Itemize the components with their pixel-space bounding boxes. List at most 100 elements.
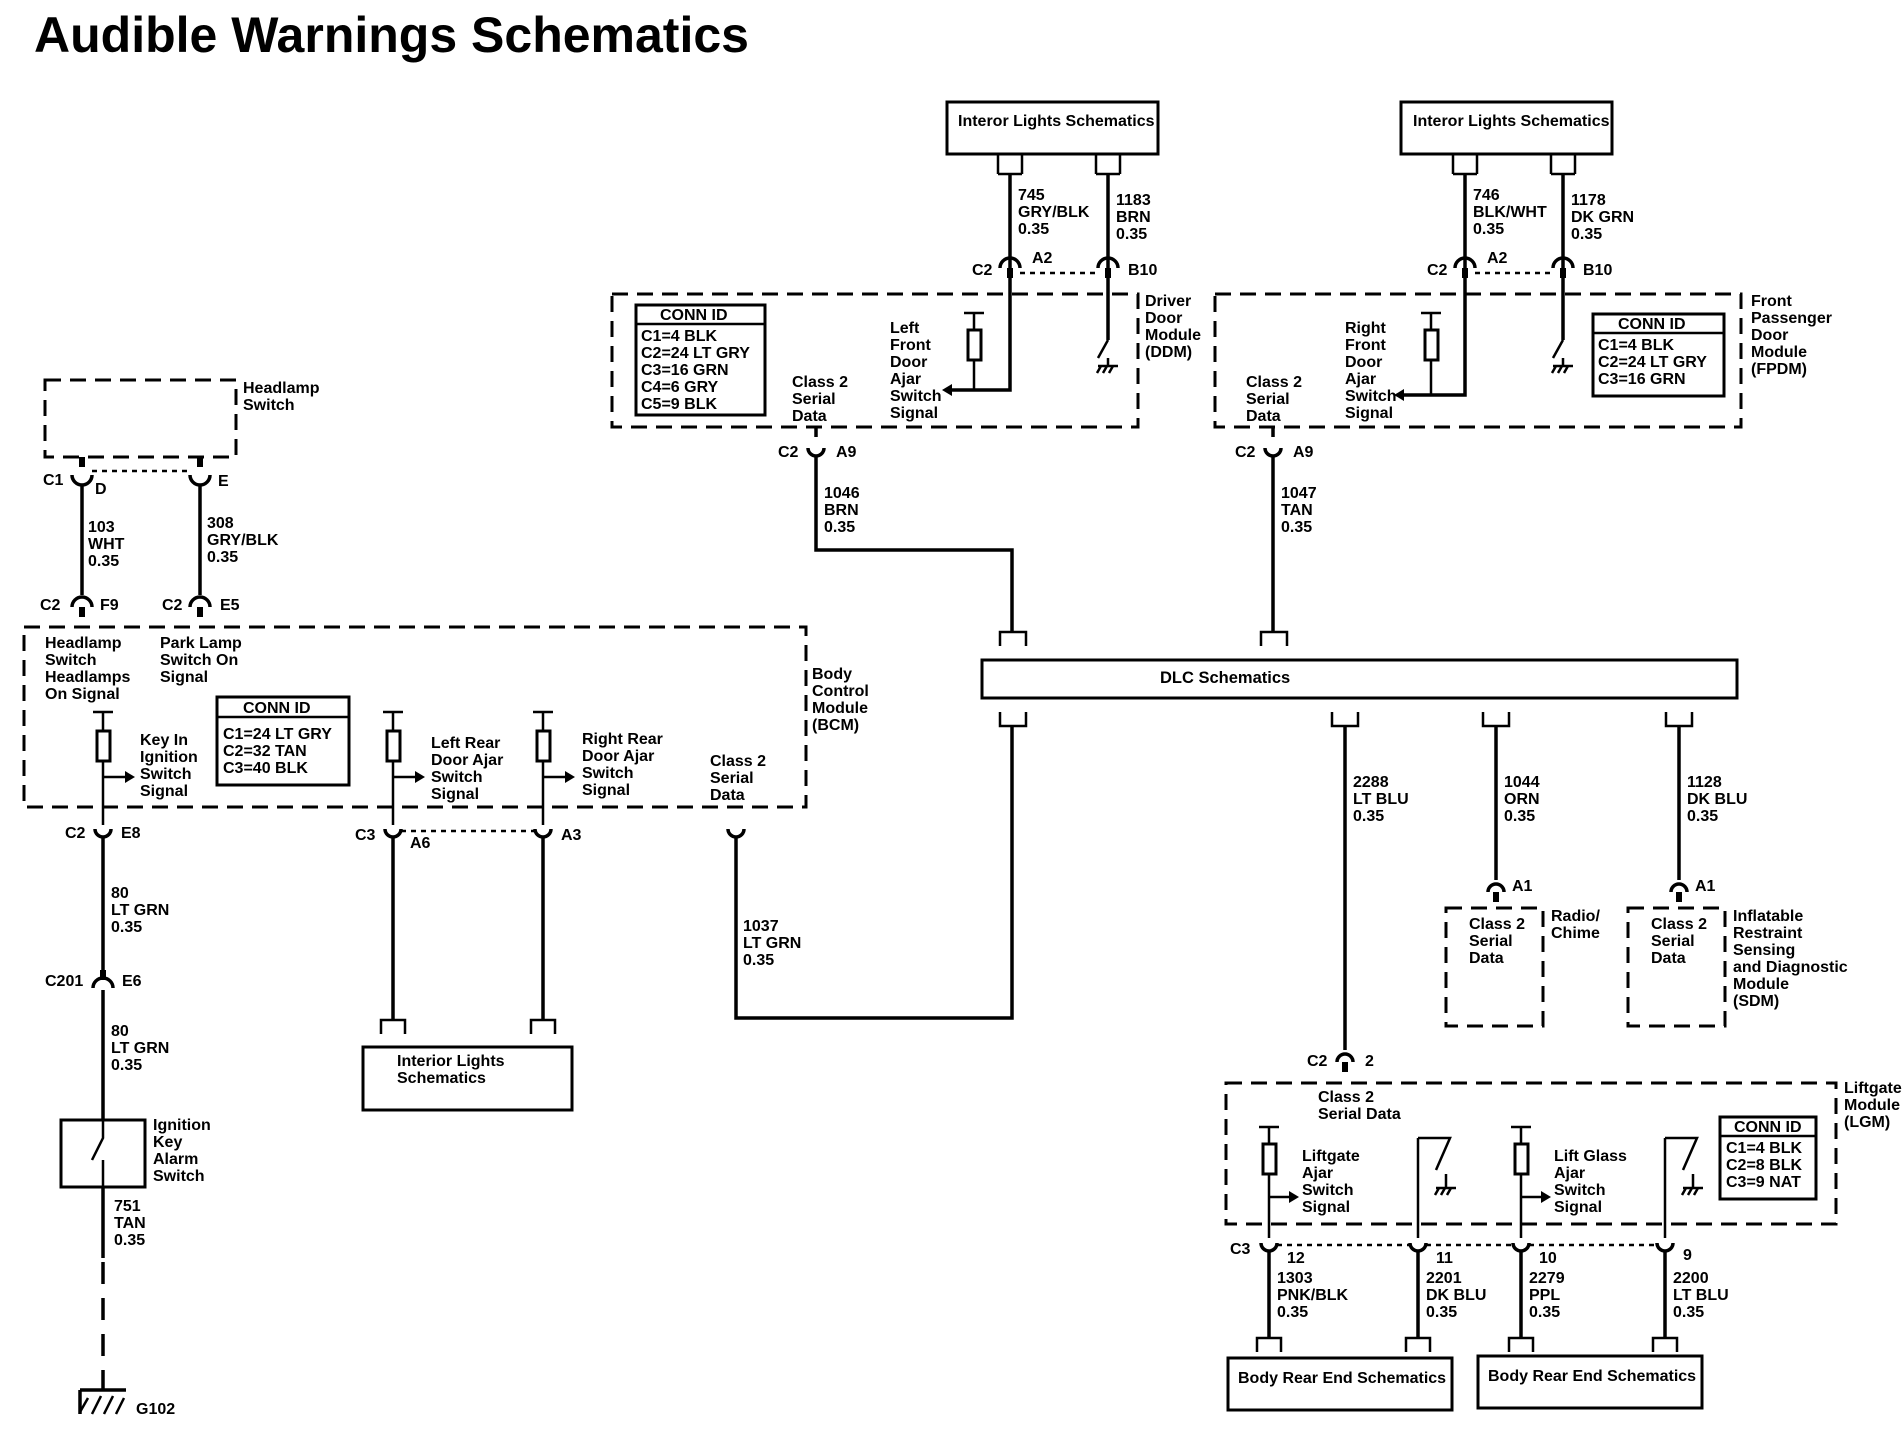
svg-text:C1=4 BLK: C1=4 BLK bbox=[641, 328, 717, 345]
interior-lights-block-2-label: Interor Lights Schematics bbox=[1413, 113, 1610, 130]
bcm-module-boundary bbox=[22, 625, 808, 809]
interior-lights-block-bottom bbox=[361, 1045, 574, 1112]
interior-lights-block-1-label: Interor Lights Schematics bbox=[958, 113, 1155, 130]
connector-label: A9 bbox=[836, 444, 857, 461]
pin-stub bbox=[996, 154, 1024, 176]
ddm-conn-id-table: CONN ID C1=4 BLK C2=24 LT GRY C3=16 GRN … bbox=[634, 303, 767, 417]
connector-fpdm-a9 bbox=[1263, 427, 1283, 458]
liftgate-pullup-resistor bbox=[1259, 1125, 1299, 1238]
connector-label: 10 bbox=[1539, 1250, 1557, 1267]
connector-label: D bbox=[95, 481, 107, 498]
connector-lgm-2 bbox=[1335, 1052, 1355, 1072]
connector-label: E6 bbox=[122, 973, 142, 990]
connector-radio-a1 bbox=[1486, 882, 1506, 902]
sdm-module-boundary bbox=[1626, 906, 1727, 1028]
svg-text:C3=9 NAT: C3=9 NAT bbox=[1726, 1174, 1801, 1191]
pin-stub bbox=[1549, 154, 1577, 176]
connector-ddm-a2 bbox=[998, 256, 1022, 278]
lr-door-ajar-pullup-resistor bbox=[383, 710, 425, 825]
body-rear-block-1-label: Body Rear End Schematics bbox=[1238, 1370, 1446, 1387]
wire-1037 bbox=[734, 726, 1014, 1020]
svg-text:CONN ID: CONN ID bbox=[660, 307, 728, 324]
lgm-conn-id-table: CONN ID C1=4 BLK C2=8 BLK C3=9 NAT bbox=[1718, 1115, 1818, 1201]
connector-label: A1 bbox=[1512, 878, 1533, 895]
dlc-block-label: DLC Schematics bbox=[1160, 669, 1290, 687]
connector-label: C2 bbox=[1235, 444, 1256, 461]
dlc-pin-stubs-top bbox=[998, 630, 1289, 646]
svg-text:C2=32 TAN: C2=32 TAN bbox=[223, 743, 307, 760]
connector-sdm-a1 bbox=[1669, 882, 1689, 902]
connector-label: C2 bbox=[1427, 262, 1448, 279]
body-rear-block-2 bbox=[1476, 1354, 1704, 1410]
dlc-block bbox=[980, 658, 1739, 700]
connector-fpdm-b10 bbox=[1551, 256, 1575, 278]
liftglass-switch-ground-icon bbox=[1663, 1136, 1703, 1238]
svg-text:C3=16 GRN: C3=16 GRN bbox=[641, 362, 729, 379]
ignition-key-switch-icon bbox=[90, 1120, 105, 1187]
connector-label: E5 bbox=[220, 597, 240, 614]
connector-label: 9 bbox=[1683, 1247, 1692, 1264]
interior-lights-pin-stubs bbox=[379, 1018, 557, 1034]
connector-fpdm-a2 bbox=[1453, 256, 1477, 278]
body-rear-pin-stubs bbox=[1255, 1336, 1679, 1352]
ddm-module-boundary bbox=[610, 292, 1140, 429]
connector-label: 12 bbox=[1287, 1250, 1305, 1267]
wires-103-308 bbox=[80, 485, 202, 595]
connector-label: E8 bbox=[121, 825, 141, 842]
interior-lights-block-1 bbox=[945, 100, 1160, 156]
fpdm-switch-ground-icon bbox=[1550, 339, 1573, 374]
page-title: Audible Warnings Schematics bbox=[34, 7, 749, 63]
ground-icon bbox=[78, 1388, 126, 1415]
svg-text:C4=6 GRY: C4=6 GRY bbox=[641, 379, 719, 396]
connector-label: A2 bbox=[1487, 250, 1508, 267]
svg-text:CONN ID: CONN ID bbox=[243, 700, 311, 717]
pin-stub bbox=[1451, 154, 1479, 176]
liftglass-pullup-resistor bbox=[1511, 1125, 1551, 1238]
connector-label: F9 bbox=[100, 597, 119, 614]
fpdm-conn-id-table: CONN ID C1=4 BLK C2=24 LT GRY C3=16 GRN bbox=[1591, 312, 1726, 398]
body-rear-block-2-label: Body Rear End Schematics bbox=[1488, 1368, 1696, 1385]
connector-label: 11 bbox=[1436, 1250, 1453, 1267]
body-rear-block-1 bbox=[1226, 1356, 1454, 1412]
rear-door-ajar-wires bbox=[391, 837, 545, 1020]
dlc-pin-stubs-bottom bbox=[998, 712, 1694, 728]
connector-label: C2 bbox=[40, 597, 61, 614]
bcm-conn-id-table: CONN ID C1=24 LT GRY C2=32 TAN C3=40 BLK bbox=[215, 695, 351, 787]
connector-ddm-b10 bbox=[1096, 256, 1120, 278]
connector-label: B10 bbox=[1128, 262, 1157, 279]
connector-ddm-a9 bbox=[806, 427, 826, 458]
connector-label: C2 bbox=[162, 597, 183, 614]
connector-label: A3 bbox=[561, 827, 582, 844]
svg-text:C2=24 LT GRY: C2=24 LT GRY bbox=[1598, 354, 1707, 371]
rr-door-ajar-pullup-resistor bbox=[533, 710, 575, 825]
wire-746 bbox=[1404, 174, 1467, 397]
lgm-output-wires bbox=[1267, 1251, 1667, 1338]
